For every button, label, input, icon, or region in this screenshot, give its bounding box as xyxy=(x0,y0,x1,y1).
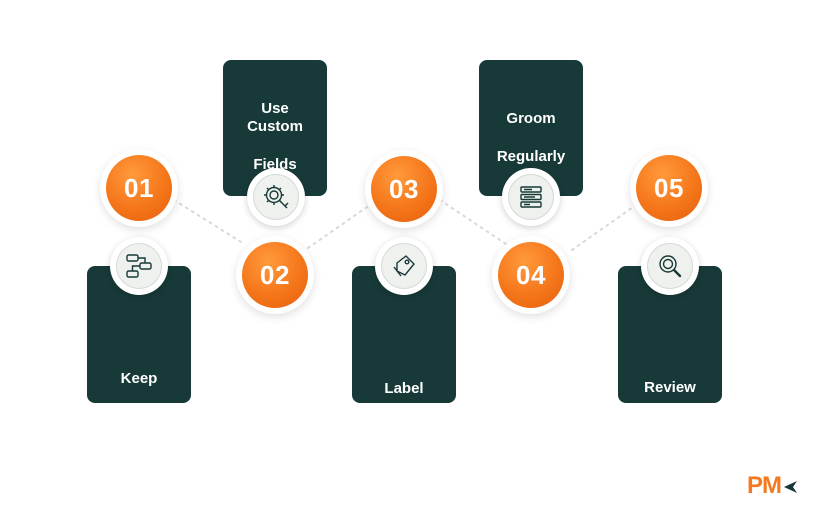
step-1-label-line-2: Workflows xyxy=(101,440,177,457)
step-5-label: Review Sprints xyxy=(624,327,716,467)
connector-2-3 xyxy=(307,204,371,249)
step-1-icon-disc xyxy=(110,237,168,295)
connector-1-2 xyxy=(173,199,242,243)
step-5-number-badge: 05 xyxy=(630,149,708,227)
step-1-label-line-1: Keep xyxy=(120,370,158,387)
step-2-number: 02 xyxy=(242,242,308,308)
step-4-number: 04 xyxy=(498,242,564,308)
step-1-label-line-3: Simple xyxy=(114,510,164,527)
gear-wrench-icon xyxy=(264,185,289,209)
step-1-number: 01 xyxy=(106,155,172,221)
step-3-label-line-1: Label xyxy=(384,380,424,397)
step-1-label: Keep Workflows Simple xyxy=(81,318,197,528)
step-4-number-badge: 04 xyxy=(492,236,570,314)
step-5-icon-disc xyxy=(641,237,699,295)
connector-4-5 xyxy=(571,204,637,251)
step-5-label-line-2: Sprints xyxy=(644,449,696,466)
workflow-icon xyxy=(126,254,152,278)
step-3-number-badge: 03 xyxy=(365,150,443,228)
step-4-label-line-1: Groom xyxy=(506,110,556,127)
pm-logo: PM xyxy=(747,472,782,499)
connector-3-4 xyxy=(439,199,507,245)
logo-arrow-icon xyxy=(784,481,797,493)
step-1-number-badge: 01 xyxy=(100,149,178,227)
step-2-number-badge: 02 xyxy=(236,236,314,314)
step-4-icon-disc xyxy=(502,168,560,226)
magnifier-icon xyxy=(659,255,682,278)
step-2-label-line-1: Use Custom xyxy=(247,100,303,135)
step-5-label-line-1: Review xyxy=(644,379,696,396)
step-3-number: 03 xyxy=(371,156,437,222)
step-3-icon-disc xyxy=(375,237,433,295)
step-3-label-line-2: Consistently xyxy=(359,450,450,467)
step-4-label: Groom Regularly xyxy=(477,90,585,166)
step-4-label-line-2: Regularly xyxy=(496,148,566,165)
step-3-label: Label Consistently xyxy=(339,328,469,468)
step-2-icon-disc xyxy=(247,168,305,226)
step-5-number: 05 xyxy=(636,155,702,221)
list-stack-icon xyxy=(520,186,542,208)
tag-icon xyxy=(393,255,415,277)
